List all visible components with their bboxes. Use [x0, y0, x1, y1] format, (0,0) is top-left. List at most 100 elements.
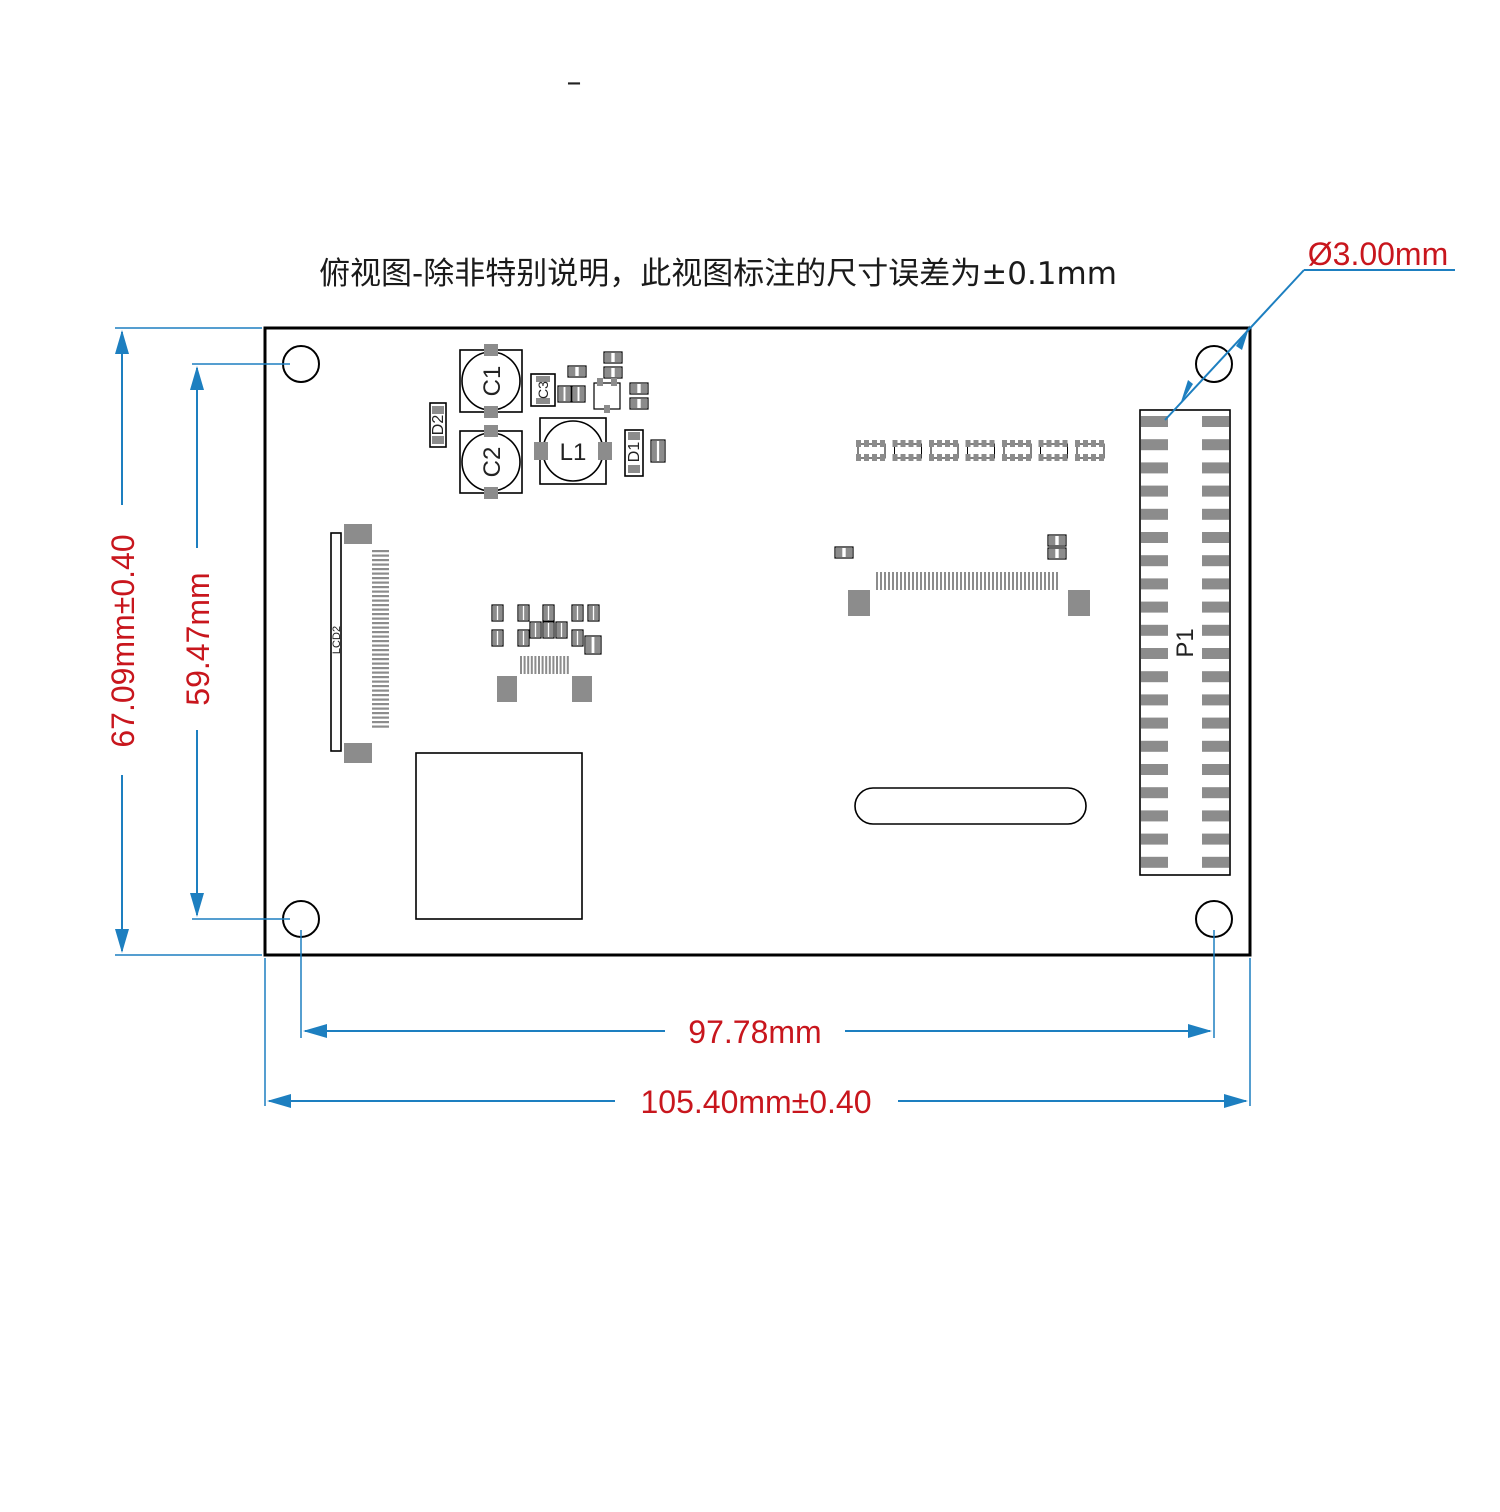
smd-part: [571, 385, 586, 403]
p1-pad: [1202, 833, 1229, 845]
fpc-pin: [892, 572, 894, 590]
lcd-pin: [372, 644, 389, 647]
p1-pad: [1202, 856, 1229, 868]
smd-part: [603, 351, 623, 364]
lcd-pin: [372, 707, 389, 710]
lcd-fpc-connector: LCD2: [330, 524, 389, 763]
label-p1: P1: [1172, 628, 1199, 657]
resistor-array: [1038, 440, 1068, 461]
fpc-pin: [888, 572, 890, 590]
lcd-pin: [372, 568, 389, 571]
drawing-title: 俯视图-除非特别说明，此视图标注的尺寸误差为±0.1mm: [319, 256, 1117, 292]
fpc-pin: [1052, 572, 1054, 590]
lcd-pin: [372, 698, 389, 701]
resistor-array: [892, 440, 922, 461]
p1-pad: [1141, 740, 1168, 752]
p1-pad: [1141, 694, 1168, 706]
ic-pin: [563, 656, 566, 674]
fpc-pin: [912, 572, 914, 590]
smd-part: [584, 635, 602, 655]
p1-pad: [1141, 764, 1168, 775]
capacitor-c3: C3: [530, 373, 556, 407]
fpc-pin: [916, 572, 918, 590]
hole-pitch-vertical-label: 59.47mm: [180, 572, 216, 705]
diode-d2: D2: [429, 402, 447, 448]
ic-pin: [556, 656, 558, 674]
resistor-array: [929, 440, 959, 461]
p1-pad: [1141, 833, 1168, 845]
smd-part: [603, 366, 623, 379]
p1-pad: [1202, 624, 1229, 636]
label-d1: D1: [626, 442, 643, 463]
board-outline: [263, 326, 1252, 957]
fpc-pin: [1044, 572, 1046, 590]
hole-pitch-vertical-dimension: 59.47mm: [180, 363, 290, 920]
lcd-pin: [372, 599, 389, 602]
fpc-pin: [944, 572, 946, 590]
fpc-pin: [1008, 572, 1010, 590]
capacitor-c1: C1: [459, 344, 523, 418]
lcd-pin: [372, 554, 389, 557]
diode-d1: D1: [624, 429, 644, 477]
p1-pad: [1202, 740, 1229, 752]
label-c1: C1: [479, 366, 506, 397]
lcd-pin: [372, 653, 389, 656]
p1-pad: [1141, 856, 1168, 868]
p1-pad: [1141, 810, 1168, 822]
fpc-pin: [1016, 572, 1018, 590]
lcd-pin: [372, 712, 389, 715]
fpc-pin: [1000, 572, 1002, 590]
lcd-pin: [372, 635, 389, 638]
lcd-pin: [372, 640, 389, 643]
fpc-pin: [936, 572, 938, 590]
smd-part: [834, 546, 854, 559]
fpc-pin: [996, 572, 998, 590]
ic-pin: [534, 656, 537, 674]
fpc-pin: [1056, 572, 1058, 590]
smd-part: [491, 629, 504, 647]
p1-pad: [1202, 787, 1229, 799]
lcd-pin: [372, 631, 389, 634]
p1-pad: [1202, 717, 1229, 729]
lcd-pin: [372, 658, 389, 661]
board-width-label: 105.40mm±0.40: [640, 1084, 871, 1120]
fpc-pin: [952, 572, 954, 590]
lcd-pin: [372, 716, 389, 719]
fpc-pin: [984, 572, 986, 590]
fpc-pin: [972, 572, 974, 590]
label-c2: C2: [479, 447, 506, 478]
p1-pad: [1141, 717, 1168, 729]
lcd-pin: [372, 626, 389, 629]
p1-pad: [1202, 485, 1229, 497]
fpc-pin: [960, 572, 962, 590]
label-lcd2: LCD2: [331, 626, 343, 654]
smd-part: [629, 382, 649, 395]
fpc-pin: [904, 572, 906, 590]
fpc-pin: [1028, 572, 1030, 590]
top-mark: –: [567, 65, 582, 100]
resistor-array: [1002, 440, 1032, 461]
lcd-pin: [372, 649, 389, 652]
p1-pad: [1202, 555, 1229, 567]
p1-pad: [1141, 578, 1168, 590]
p1-pad: [1141, 439, 1168, 451]
fpc-pin: [1032, 572, 1034, 590]
fpc-pin: [1040, 572, 1042, 590]
header-p1: P1: [1139, 409, 1231, 876]
p1-pad: [1141, 485, 1168, 497]
p1-pad: [1141, 787, 1168, 799]
smd-part: [650, 439, 666, 463]
ic-pin: [559, 656, 562, 674]
smd-part: [517, 629, 530, 647]
label-l1: L1: [560, 439, 587, 466]
lcd-pin: [372, 671, 389, 674]
fpc-pin: [1020, 572, 1022, 590]
p1-pad: [1141, 671, 1168, 683]
lcd-pin: [372, 694, 389, 697]
hole-pitch-horizontal-label: 97.78mm: [688, 1014, 821, 1050]
p1-pad: [1202, 416, 1229, 427]
smd-part: [629, 397, 649, 410]
p1-pad: [1202, 578, 1229, 590]
p1-pad: [1141, 532, 1168, 543]
fpc-pin: [928, 572, 930, 590]
